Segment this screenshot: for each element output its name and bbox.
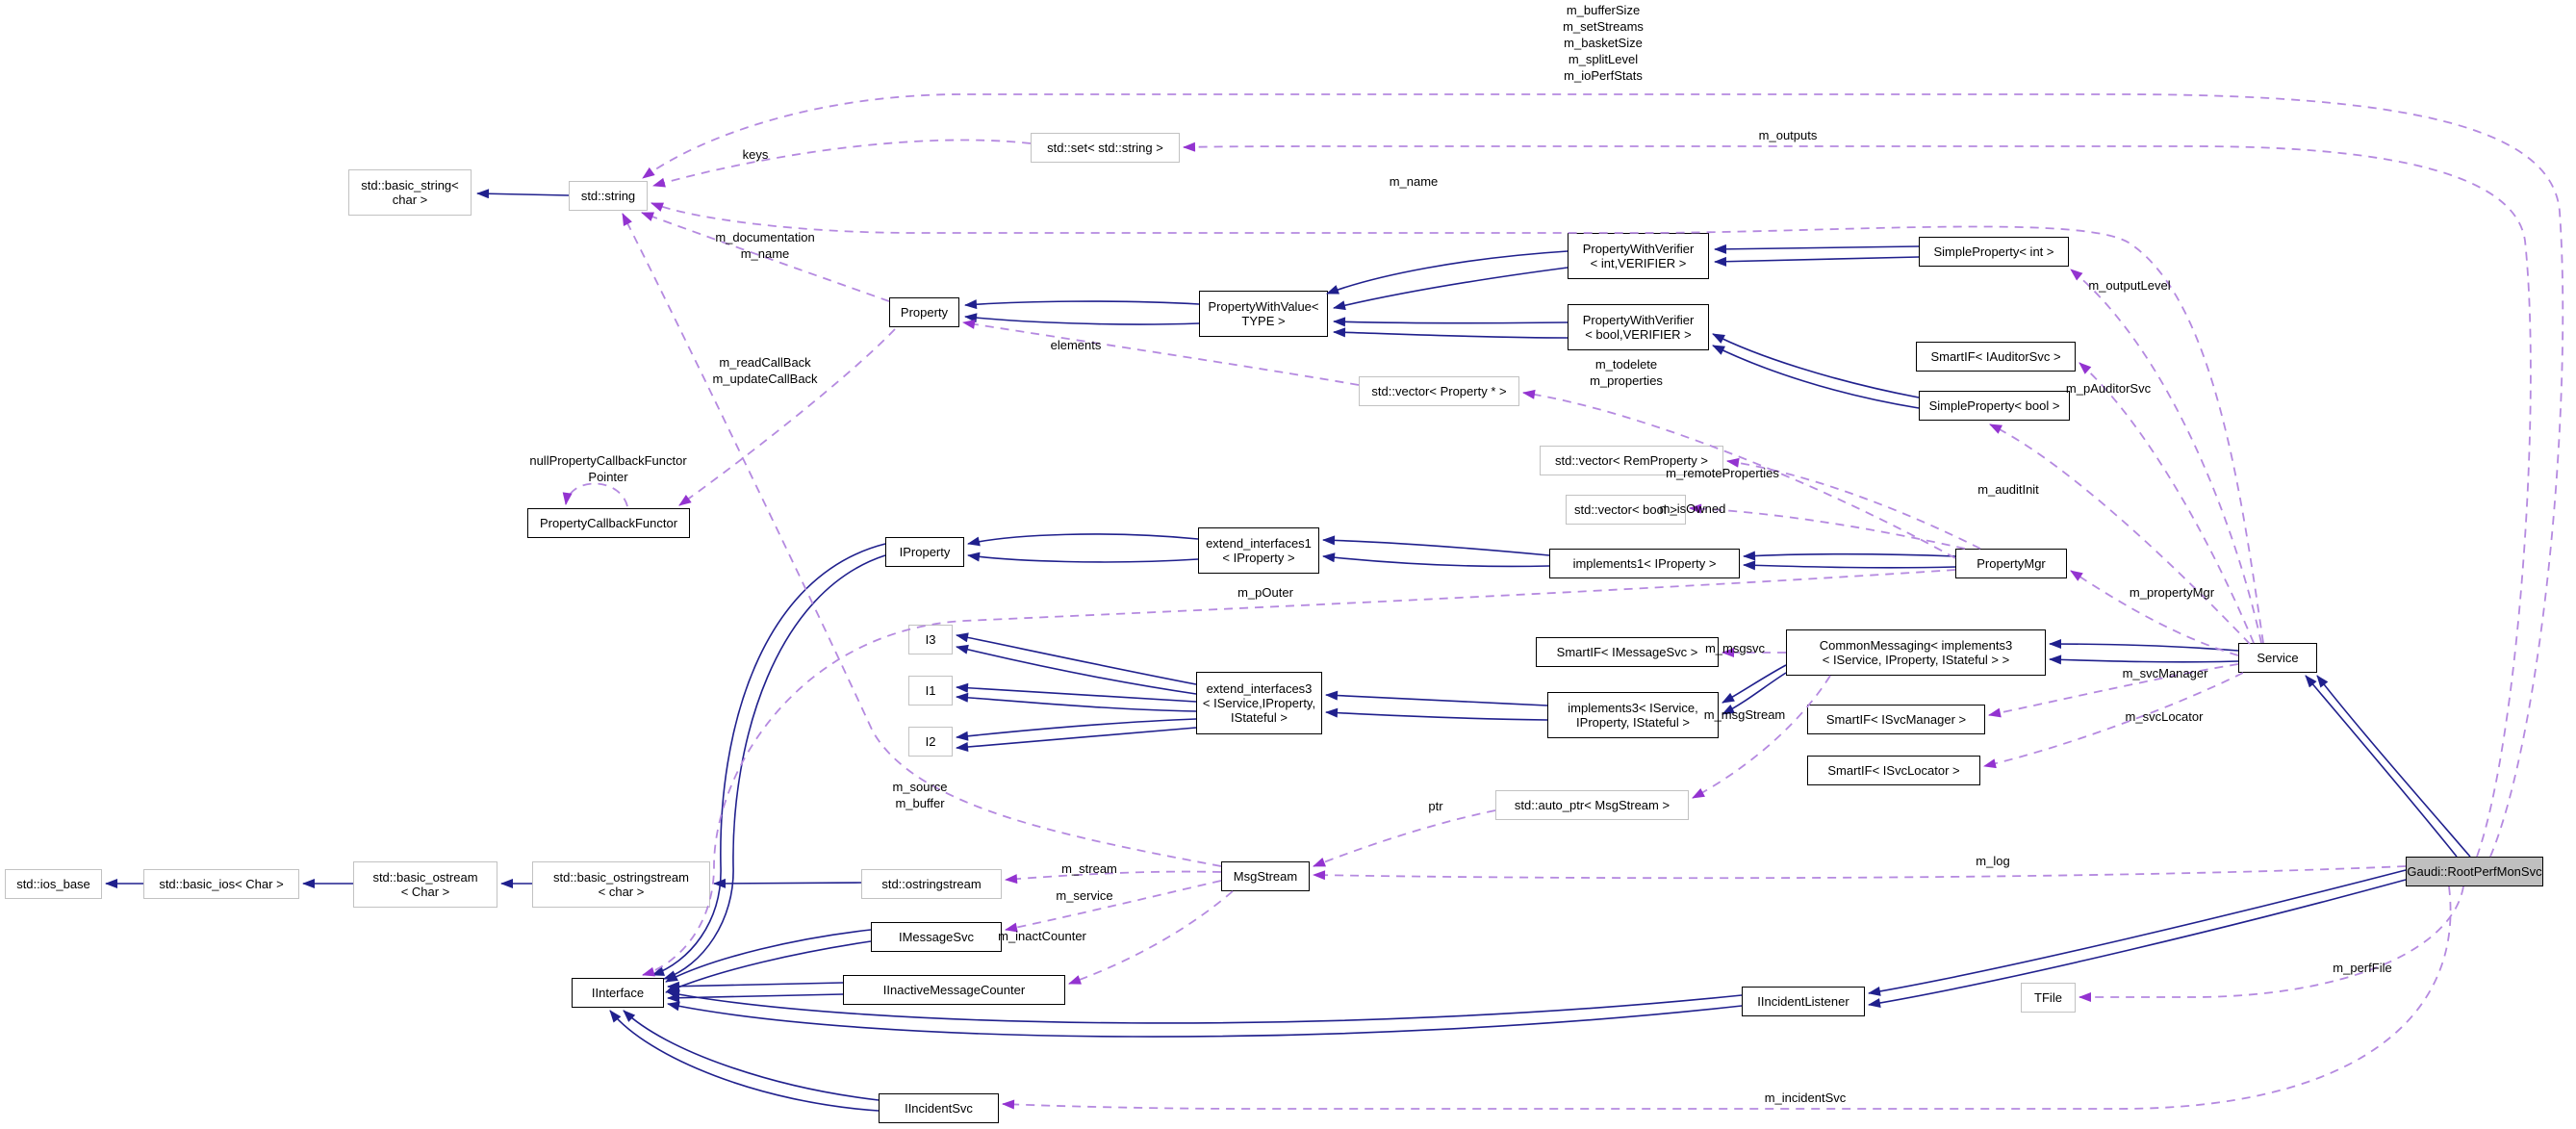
class-node-basic-ostringstream[interactable]: std::basic_ostringstream < char > bbox=[532, 861, 710, 908]
class-node-iinterface[interactable]: IInterface bbox=[572, 978, 664, 1008]
class-node-imessagesvc[interactable]: IMessageSvc bbox=[871, 922, 1002, 952]
edge-label-m-service: m_service bbox=[1056, 888, 1113, 903]
edge-label-m-source: m_source m_buffer bbox=[892, 780, 948, 810]
edge-label-m-todelete: m_todelete m_properties bbox=[1590, 357, 1663, 388]
edge-label-m-perffile: m_perfFile bbox=[2333, 961, 2392, 975]
edge-label-ptr: ptr bbox=[1428, 799, 1443, 813]
class-node-i1[interactable]: I1 bbox=[908, 676, 953, 706]
edge-label-m-svclocator: m_svcLocator bbox=[2125, 709, 2204, 724]
class-node-property-with-value[interactable]: PropertyWithValue< TYPE > bbox=[1199, 291, 1328, 337]
edge-label-m-inactcounter: m_inactCounter bbox=[998, 929, 1086, 943]
edge-label-m-pouter: m_pOuter bbox=[1237, 585, 1293, 600]
class-node-ostringstream[interactable]: std::ostringstream bbox=[861, 869, 1002, 899]
edge-label-m-stream: m_stream bbox=[1061, 861, 1117, 876]
class-node-extend-interfaces3[interactable]: extend_interfaces3 < IService,IProperty,… bbox=[1196, 672, 1322, 734]
class-node-extend-interfaces1[interactable]: extend_interfaces1 < IProperty > bbox=[1198, 527, 1319, 574]
edge-label-nullpropertycallbackfunctor: nullPropertyCallbackFunctor Pointer bbox=[529, 453, 687, 484]
edge-label-m-auditinit: m_auditInit bbox=[1977, 482, 2039, 497]
edge-label-keys: keys bbox=[742, 147, 769, 162]
class-node-smartif-isvclocator[interactable]: SmartIF< ISvcLocator > bbox=[1807, 756, 1980, 785]
class-node-basic-string[interactable]: std::basic_string< char > bbox=[348, 169, 472, 216]
class-node-service[interactable]: Service bbox=[2238, 643, 2317, 673]
edge-label-elements: elements bbox=[1050, 338, 1102, 352]
class-node-basic-ostream[interactable]: std::basic_ostream < Char > bbox=[353, 861, 497, 908]
class-node-smartif-imessagesvc[interactable]: SmartIF< IMessageSvc > bbox=[1536, 637, 1719, 667]
class-node-property-with-verifier-bool[interactable]: PropertyWithVerifier < bool,VERIFIER > bbox=[1568, 304, 1709, 350]
class-node-basic-ios[interactable]: std::basic_ios< Char > bbox=[143, 869, 299, 899]
edge-label-m-outputlevel: m_outputLevel bbox=[2088, 278, 2171, 293]
class-node-smartif-iauditorsvc[interactable]: SmartIF< IAuditorSvc > bbox=[1916, 342, 2076, 372]
edge-label-m-log: m_log bbox=[1976, 854, 2010, 868]
class-node-iproperty[interactable]: IProperty bbox=[885, 537, 964, 567]
class-node-iinactivemessagecounter[interactable]: IInactiveMessageCounter bbox=[843, 975, 1065, 1005]
edge-label-m-incidentsvc: m_incidentSvc bbox=[1764, 1091, 1847, 1105]
edge-label-m-propertymgr: m_propertyMgr bbox=[2129, 585, 2215, 600]
class-node-ios-base[interactable]: std::ios_base bbox=[5, 869, 102, 899]
class-node-gaudi-rootperfmonsvc[interactable]: Gaudi::RootPerfMonSvc bbox=[2406, 857, 2543, 886]
usage-edges bbox=[562, 93, 2564, 1110]
edge-label-m-documentation: m_documentation m_name bbox=[715, 230, 815, 261]
edge-label-member-bundle: m_bufferSize m_setStreams m_basketSize m… bbox=[1563, 3, 1644, 83]
edge-label-m-isowned: m_isOwned bbox=[1659, 501, 1726, 516]
class-node-simple-property-int[interactable]: SimpleProperty< int > bbox=[1919, 237, 2069, 267]
class-node-simple-property-bool[interactable]: SimpleProperty< bool > bbox=[1919, 391, 2070, 421]
class-node-property-with-verifier-int[interactable]: PropertyWithVerifier < int,VERIFIER > bbox=[1568, 233, 1709, 279]
class-node-property-callback-functor[interactable]: PropertyCallbackFunctor bbox=[527, 508, 690, 538]
class-node-std-string[interactable]: std::string bbox=[569, 181, 648, 211]
class-node-tfile[interactable]: TFile bbox=[2021, 983, 2076, 1013]
class-node-iincidentlistener[interactable]: IIncidentListener bbox=[1742, 987, 1865, 1016]
class-node-property[interactable]: Property bbox=[889, 297, 959, 327]
edge-label-m-name-top: m_name bbox=[1389, 174, 1439, 189]
class-node-implements1[interactable]: implements1< IProperty > bbox=[1549, 549, 1740, 578]
class-node-auto-ptr-msgstream[interactable]: std::auto_ptr< MsgStream > bbox=[1495, 790, 1689, 820]
edge-label-m-remoteproperties: m_remoteProperties bbox=[1666, 466, 1779, 480]
class-node-set-string[interactable]: std::set< std::string > bbox=[1031, 133, 1180, 163]
edge-label-m-readcallback: m_readCallBack m_updateCallBack bbox=[712, 355, 818, 386]
edge-label-m-outputs: m_outputs bbox=[1758, 128, 1818, 142]
class-node-common-messaging[interactable]: CommonMessaging< implements3 < IService,… bbox=[1786, 629, 2046, 676]
class-node-iincidentsvc[interactable]: IIncidentSvc bbox=[879, 1093, 999, 1123]
class-node-propertymgr[interactable]: PropertyMgr bbox=[1955, 549, 2067, 578]
class-node-i2[interactable]: I2 bbox=[908, 727, 953, 757]
edge-label-m-svcmanager: m_svcManager bbox=[2122, 666, 2208, 680]
class-node-implements3[interactable]: implements3< IService, IProperty, IState… bbox=[1547, 692, 1719, 738]
edge-label-m-msgsvc: m_msgsvc bbox=[1704, 641, 1766, 655]
edge-label-m-msgstream: m_msgStream bbox=[1703, 707, 1786, 722]
edge-label-m-pauditorsvc: m_pAuditorSvc bbox=[2065, 381, 2152, 396]
class-node-vector-property-ptr[interactable]: std::vector< Property * > bbox=[1359, 376, 1519, 406]
class-node-smartif-isvcmanager[interactable]: SmartIF< ISvcManager > bbox=[1807, 705, 1985, 734]
class-node-i3[interactable]: I3 bbox=[908, 625, 953, 654]
class-node-msgstream[interactable]: MsgStream bbox=[1221, 861, 1310, 891]
